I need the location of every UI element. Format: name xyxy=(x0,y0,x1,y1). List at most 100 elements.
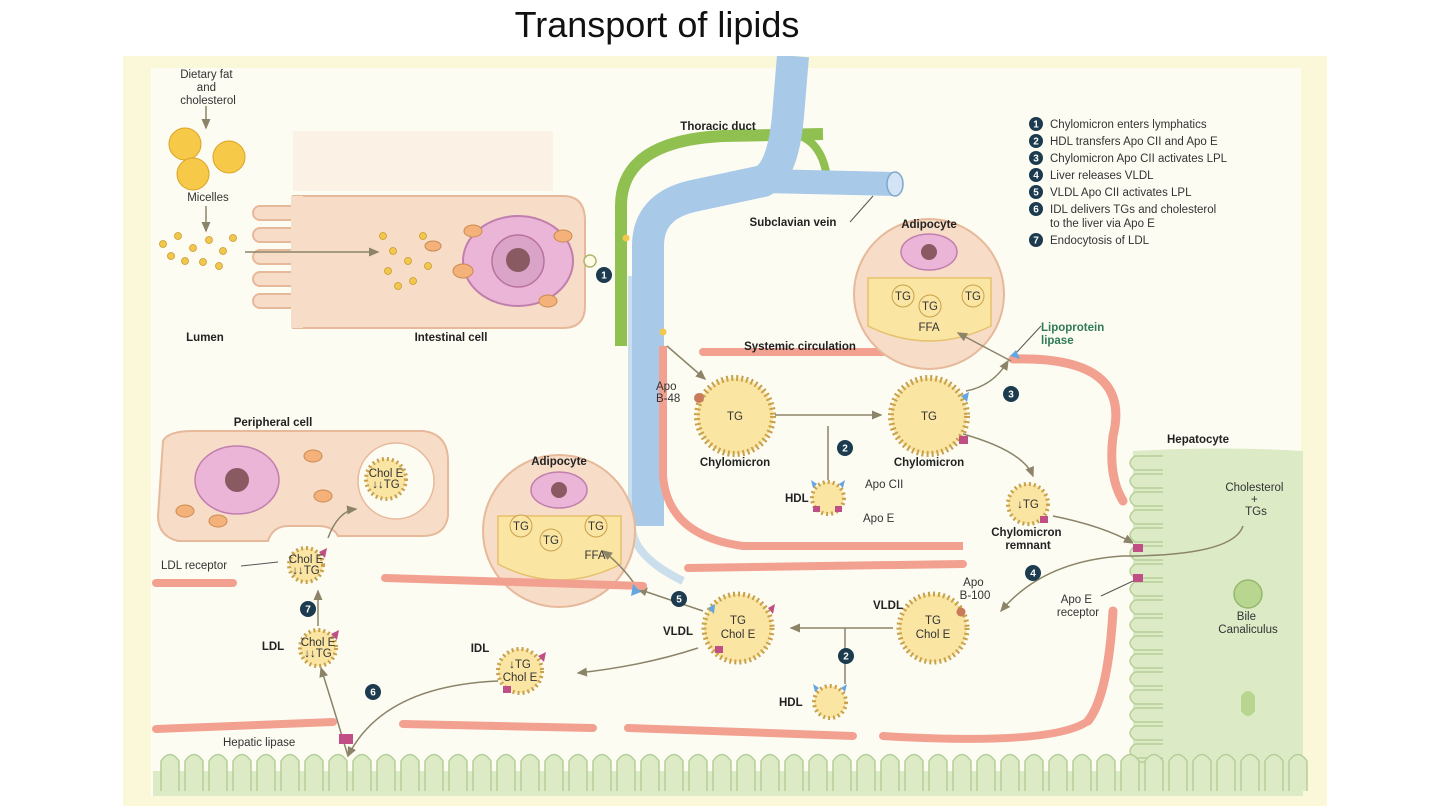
label-hdl-bottom: HDL xyxy=(779,697,803,709)
intestinal-cell xyxy=(252,131,586,329)
label-chylomicron-mature: Chylomicron xyxy=(894,457,964,469)
label-apo-e: Apo E xyxy=(863,513,895,525)
legend-badge xyxy=(1029,134,1043,148)
label-chylomicron: Chylomicron xyxy=(700,457,770,469)
label-lipoprotein-lipase: Lipoprotein lipase xyxy=(1041,322,1107,347)
label-cholesterol-tgs: Cholesterol + TGs xyxy=(1225,482,1286,518)
legend-item: 1 Chylomicron enters lymphatics xyxy=(1029,117,1207,131)
label-systemic-circulation: Systemic circulation xyxy=(744,341,856,353)
endosome-core-2: ↓↓TG xyxy=(372,479,400,491)
legend-item: 2 HDL transfers Apo CII and Apo E xyxy=(1029,134,1218,148)
vldl2-core-tg: TG xyxy=(730,615,746,627)
adipocyte2-ffa: FFA xyxy=(584,550,605,562)
legend: 1 Chylomicron enters lymphatics 2 HDL trans… xyxy=(1029,117,1228,247)
adipocyte-tg-2: TG xyxy=(922,301,938,313)
adipocyte-tg-1: TG xyxy=(895,291,911,303)
chylomicron-mature xyxy=(888,375,970,457)
label-vldl-mature: VLDL xyxy=(663,626,693,638)
label-apo-b48: Apo B-48 xyxy=(656,381,680,405)
legend-item: 3 Chylomicron Apo CII activates LPL xyxy=(1029,151,1228,165)
label-apo-cii: Apo CII xyxy=(865,479,903,491)
legend-badge xyxy=(1029,233,1043,247)
hepatocyte xyxy=(1129,448,1303,796)
legend-number: 3 xyxy=(1033,154,1039,165)
label-hepatic-lipase: Hepatic lipase xyxy=(223,737,295,749)
label-dietary: Dietary fat and cholesterol xyxy=(180,69,236,107)
label-ldl-receptor: LDL receptor xyxy=(161,560,227,572)
step-badge-5: 5 xyxy=(671,591,687,607)
step-badge-7: 7 xyxy=(300,601,316,617)
step-badge-2: 2 xyxy=(838,648,854,664)
idl-core-2: Chol E xyxy=(503,672,538,684)
slide-title: Transport of lipids xyxy=(514,4,800,45)
chylomicron2-tg: TG xyxy=(921,411,937,423)
label-ldl: LDL xyxy=(262,641,284,653)
legend-text: Chylomicron enters lymphatics xyxy=(1050,119,1207,131)
legend-text: to the liver via Apo E xyxy=(1050,218,1155,230)
capillary-top-right xyxy=(1008,354,1128,506)
legend-badge xyxy=(1029,151,1043,165)
step-number: 3 xyxy=(1008,390,1014,401)
step-badge-1: 1 xyxy=(596,267,612,283)
legend-text: Endocytosis of LDL xyxy=(1050,235,1150,247)
vldl2-core-chole: Chol E xyxy=(721,629,756,641)
legend-number: 1 xyxy=(1033,120,1039,131)
label-apo-b100: Apo B-100 xyxy=(960,577,991,602)
ldl xyxy=(298,628,339,668)
label-peripheral-cell: Peripheral cell xyxy=(234,417,313,429)
label-adipocyte-left: Adipocyte xyxy=(531,456,587,468)
legend-text: VLDL Apo CII activates LPL xyxy=(1050,187,1192,199)
legend-number: 5 xyxy=(1033,188,1039,199)
peripheral-cell xyxy=(156,430,449,542)
ldl-pocket-core-2: ↓↓TG xyxy=(292,565,320,577)
ldl-core-2: ↓↓TG xyxy=(304,648,332,660)
step-number: 4 xyxy=(1030,569,1036,580)
step-badge-2: 2 xyxy=(837,440,853,456)
vein xyxy=(632,56,809,526)
step-badge-4: 4 xyxy=(1025,565,1041,581)
label-adipocyte-top: Adipocyte xyxy=(901,219,957,231)
remnant-core: ↓TG xyxy=(1017,499,1039,511)
adipocyte-ffa: FFA xyxy=(918,322,939,334)
label-vldl: VLDL xyxy=(873,600,903,612)
subclavian-vein xyxy=(762,169,894,196)
systemic-vessel-left xyxy=(659,346,963,550)
legend-item: 6 IDL delivers TGs and cholesterol to the … xyxy=(1029,202,1216,230)
step-badge-3: 3 xyxy=(1003,386,1019,402)
step-number: 6 xyxy=(370,688,376,699)
label-micelles: Micelles xyxy=(187,192,229,204)
legend-item: 5 VLDL Apo CII activates LPL xyxy=(1029,185,1192,199)
vldl-core-chole: Chol E xyxy=(916,629,951,641)
legend-badge xyxy=(1029,168,1043,182)
label-intestinal-cell: Intestinal cell xyxy=(415,332,488,344)
legend-text: Chylomicron Apo CII activates LPL xyxy=(1050,153,1228,165)
adipocyte2-tg-3: TG xyxy=(588,521,604,533)
legend-number: 2 xyxy=(1033,137,1039,148)
ldl-core-1: Chol E xyxy=(301,637,336,649)
hdl-bottom xyxy=(812,684,848,720)
receptor-apo-e xyxy=(1133,574,1143,582)
label-bile-canaliculus: Bile Canaliculus xyxy=(1218,611,1278,636)
chylomicron-remnant xyxy=(1006,482,1050,526)
legend-number: 4 xyxy=(1033,171,1039,182)
label-lumen: Lumen xyxy=(186,332,224,344)
legend-number: 6 xyxy=(1033,205,1039,216)
thoracic-duct xyxy=(615,128,824,346)
label-hdl-top: HDL xyxy=(785,493,809,505)
label-apo-e-receptor: Apo E receptor xyxy=(1057,594,1099,619)
step-badge-6: 6 xyxy=(365,684,381,700)
legend-badge xyxy=(1029,185,1043,199)
vldl-liver xyxy=(896,591,970,665)
legend-text: IDL delivers TGs and cholesterol xyxy=(1050,204,1216,216)
legend-text: HDL transfers Apo CII and Apo E xyxy=(1050,136,1218,148)
adipocyte2-tg-2: TG xyxy=(543,535,559,547)
endosome-core-1: Chol E xyxy=(369,468,404,480)
vldl-core-tg: TG xyxy=(925,615,941,627)
idl-core-1: ↓TG xyxy=(509,659,531,671)
label-hepatocyte: Hepatocyte xyxy=(1167,434,1229,446)
receptor-remnant xyxy=(1133,544,1143,552)
micelle-droplets xyxy=(168,127,246,191)
adipocyte-tg-3: TG xyxy=(965,291,981,303)
